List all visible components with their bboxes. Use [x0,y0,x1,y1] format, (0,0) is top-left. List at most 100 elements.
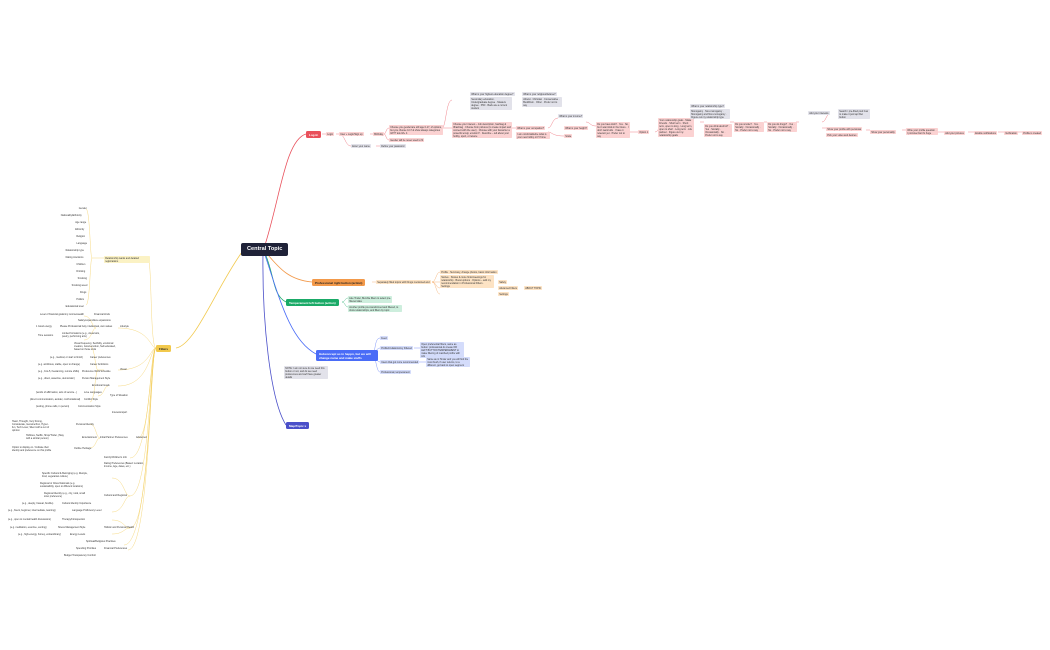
branch-filters[interactable]: Filters [156,345,172,352]
hubconcept-feed-node[interactable]: Feed [380,336,388,341]
occupation-note-node[interactable]: I am comfortable/be what is your new hob… [516,132,551,140]
user-signup-node[interactable]: User + Login/Sign up [339,132,364,137]
professional-advanced-filters-node[interactable]: Advanced Filters [498,286,519,291]
filters-conflict-style-node[interactable]: Conflict Style [84,398,98,401]
filters-ambitious-node[interactable]: (e.g. ambitious, stable, open to change) [38,363,80,366]
filters-career-pref-node[interactable]: Career preferences [90,356,111,359]
interests-intro-node[interactable]: Choose your interest – Job description, … [452,122,513,139]
filters-time-sessions-node[interactable]: Time sessions [38,334,54,337]
filters-medical-node[interactable]: (e.g., medical, or start to finish) [50,356,83,359]
filters-demo-item[interactable]: Drugs [80,291,87,294]
branch-professional[interactable]: Professional right button (action) [312,279,366,286]
filters-demo-item[interactable]: Language [76,242,88,245]
filters-specific-cultural-node[interactable]: Specific Cultural & Belonging (e.g. life… [42,472,88,478]
filters-work-schedule-node[interactable]: Preference Work Schedule [82,370,111,373]
filters-limited-formations-node[interactable]: Limited formations (e.g., visual arts, p… [62,332,100,338]
filters-demo-item[interactable]: Age range [75,221,87,224]
religion-options-node[interactable]: Atheist · Christian · Conservative · Bud… [522,97,563,108]
filters-visual-frequency-node[interactable]: Visual frequency, flexibility, emotional… [74,342,116,351]
filters-career-ambitions-node[interactable]: Career Ambitions [90,363,109,366]
alcohol-node[interactable]: Do you drink alcohol? · Yes · Socially ·… [704,124,733,138]
branch-map-topic[interactable]: Map/Topic x [286,422,310,429]
filters-high-energy-node[interactable]: (e.g., high-energy, homey, extraordinary… [18,533,61,536]
filters-9to5-node[interactable]: (e.g., 9-to-5, freelancing, remote shift… [38,370,80,373]
professional-settings-node[interactable]: Settings [498,292,510,297]
filters-demo-item[interactable]: Smoking [77,277,87,280]
filters-budget-node[interactable]: Budget Transparency Comfort [64,554,96,557]
filters-good-energy-node[interactable]: 1 Good energy [36,325,52,328]
filters-mental-health-node[interactable]: (e.g., open to mental health discussions… [8,518,51,521]
filters-deeply-node[interactable]: (e.g., deeply, Casual, flexible) [22,502,54,505]
temperament-tinder-node[interactable]: Like Tinder, Bumble filters to select pr… [348,296,393,304]
filters-salary-node[interactable]: Salary/expenditure expansions [78,319,111,322]
filters-therapy-node[interactable]: Therapy/Introspection [62,518,86,521]
filters-demo-item[interactable]: Ethnicity [75,228,85,231]
temperament-profile-node[interactable]: Another profile pre-transformed and filt… [348,305,403,313]
password-node[interactable]: Define your password [380,144,406,149]
filters-dating-preferences-node[interactable]: Dating Preferences (Based: Location, Inc… [104,462,144,468]
filters-demo-item[interactable]: Drinking [76,270,86,273]
verification-node[interactable]: Verification [1004,131,1019,136]
add-interests-node[interactable]: Add your interests [808,111,830,116]
drugs-node[interactable]: Do you do drugs? · Yes · Socially · Occa… [767,122,798,133]
smoke-node[interactable]: Do you smoke? · Yes · Socially · Occasio… [734,122,765,133]
filters-demo-item[interactable]: Smoking weed [71,284,88,287]
filters-demo-item[interactable]: Dating intentions [65,256,84,259]
relationship-type-options-node[interactable]: Monogamy · Non-monogamy · Monogamy and N… [690,109,731,120]
profile-question-node[interactable]: Write your profile question · I promise … [906,128,939,136]
filters-partner-preferences-node[interactable]: Initial Partner Preferences [100,436,128,439]
filters-energy-node[interactable]: Energy Levels [70,533,86,536]
video-desires-node[interactable]: Pick your video and desires [826,133,858,138]
filters-words-affirmation-node[interactable]: (words of affirmation, acts of service..… [36,391,78,394]
filters-fluent-node[interactable]: (e.g., fluent, beginner, intermediate, l… [8,509,56,512]
branch-temperament[interactable]: Temperament left button (action) [286,299,339,306]
height-node[interactable]: What is your height? [564,126,589,131]
filters-interests-node[interactable]: Interests/sport [112,411,128,414]
filters-language-proficiency-node[interactable]: Language Proficiency Level [72,509,102,512]
option1-node[interactable]: Option 1 [638,130,650,135]
income-node[interactable]: What is your income? [558,114,584,119]
scale-node[interactable]: Scale [564,134,573,139]
filters-financial-preferences-node[interactable]: Financial Preferences [104,547,128,550]
filters-lifestyle-node[interactable]: Lifestyle [120,325,129,328]
hubconcept-profile-node[interactable]: Profile/Invitations/my Filtered [380,346,414,351]
professional-safety-node[interactable]: Safety [498,280,508,285]
login-node[interactable]: Login [326,132,335,137]
filters-personal-identity-node[interactable]: Personal Identity [76,423,94,426]
filters-direct-node[interactable]: (e.g., direct, assertive, democratic) [38,377,75,380]
filters-financial-kinds-node[interactable]: Financial kinds [94,313,110,316]
gender-note-node[interactable]: Gender will be never used to fit [389,138,425,143]
hubconcept-recommended-node[interactable]: Users that got more recommended [380,360,420,365]
filters-entertainment-node[interactable]: Entertainment [82,436,97,439]
filters-spending-node[interactable]: Spending Priorities [76,547,97,550]
branch-hubconcept[interactable]: Hubconcept as in happn, but we will chan… [316,350,378,361]
filters-heart-thought-node[interactable]: Heart, Thought, Very Strong, Considerate… [12,420,50,432]
filters-cultural-regional-node[interactable]: Cultural and Regional [104,494,127,497]
professional-about-topic-node[interactable]: ABOUT TOPIC [524,286,543,291]
religion-question-node[interactable]: What is your religious/believe? [522,92,557,97]
filters-direct-comm-node[interactable]: (direct communication, avoider, confront… [30,398,81,401]
birthday-node[interactable]: Birthday [373,132,385,137]
filters-level-node[interactable]: Level of financial goals/my income/wealt… [40,313,84,316]
filters-professional-help-node[interactable]: Please Professional help, intellectual, … [60,325,113,328]
professional-topics-node[interactable]: Separately filled topics with things men… [376,280,431,285]
filters-regional-cities-node[interactable]: Regional or Cities Nationals (e.g. susta… [40,482,83,488]
filters-cultural-identity-node[interactable]: Cultural Identity Importance [62,502,92,505]
kids-node[interactable]: Do you have kids? · Yes · No, but I want… [596,122,631,139]
filters-demo-item[interactable]: Gender [78,207,87,210]
filters-demo-hub-node[interactable]: Relationship wants and detailed registra… [104,256,151,264]
filters-demo-item[interactable]: Relationship type [65,249,84,252]
gender-node[interactable]: Choose you gender/are still age 0-17, of… [389,125,444,136]
filters-texting-node[interactable]: (texting, phone calls, in person) [36,405,70,408]
personality-node[interactable]: Show your personality [870,130,896,135]
relationship-goals-node[interactable]: Your relationship goals · Make Friends ·… [658,118,695,138]
professional-stories-node[interactable]: Stories · Stories & more hints/meetings … [440,275,495,289]
notifications-node[interactable]: Enable notifications [974,131,998,136]
filters-advanced-node[interactable]: Advanced [136,436,147,439]
profile-created-node[interactable]: Profile is created [1022,131,1043,136]
filters-demo-item[interactable]: Religion [76,235,86,238]
hubconcept-tinder-node[interactable]: Same as in Tinder and you will find the … [426,357,471,368]
filters-demo-item[interactable]: Nationality/Ethnicity [60,214,82,217]
filters-holistic-health-node[interactable]: Holistic and Personal Health [104,526,135,529]
filters-regional-identity-node[interactable]: Regional Identity (e.g., city, rural, sm… [44,492,86,498]
